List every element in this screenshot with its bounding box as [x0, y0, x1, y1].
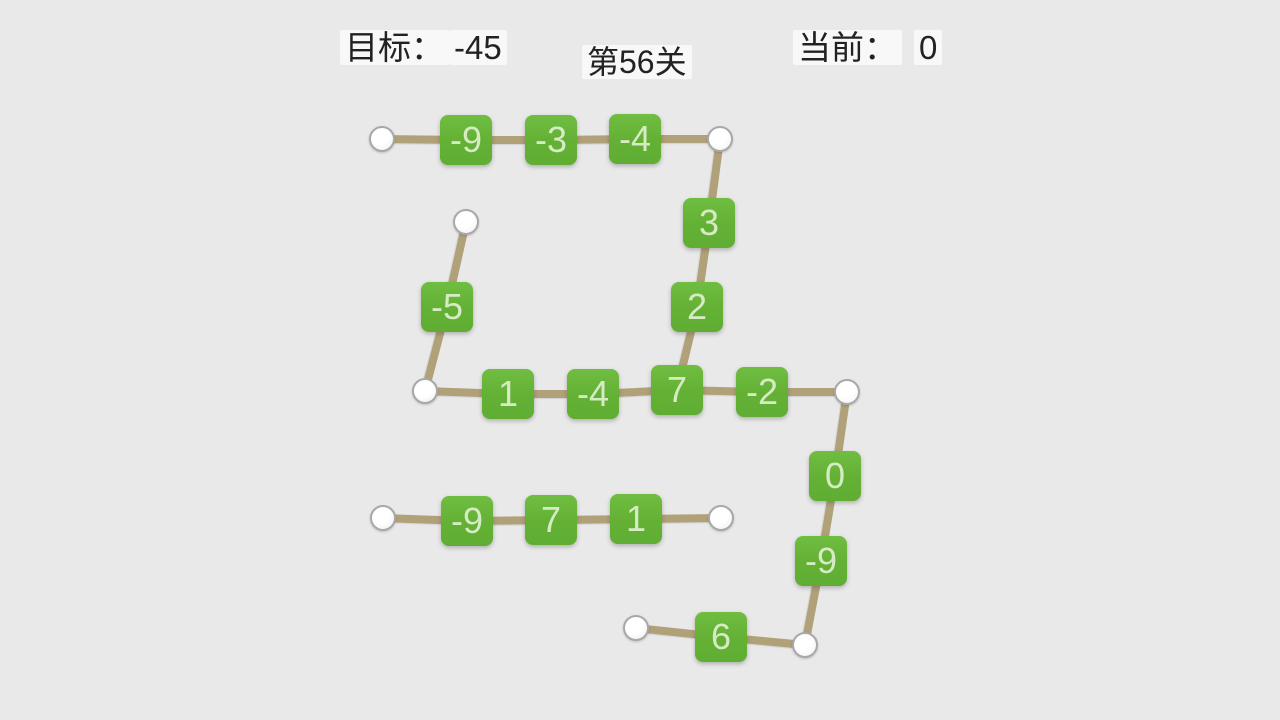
- edge-line: [758, 388, 851, 396]
- number-tile[interactable]: -2: [736, 367, 788, 417]
- current-score: 当前： 0: [793, 30, 943, 65]
- graph-node[interactable]: [707, 126, 733, 152]
- graph-node[interactable]: [623, 615, 649, 641]
- number-tile[interactable]: -9: [441, 496, 493, 546]
- graph-node[interactable]: [708, 505, 734, 531]
- target-value: -45: [449, 30, 507, 65]
- graph-node[interactable]: [792, 632, 818, 658]
- number-tile-value: 2: [686, 286, 708, 327]
- number-tile-value: 6: [710, 616, 732, 657]
- number-tile[interactable]: 7: [651, 365, 703, 415]
- number-tile-value: 1: [625, 498, 647, 539]
- target-label: 目标：: [340, 30, 449, 65]
- number-tile-value: 0: [824, 455, 846, 496]
- number-tile[interactable]: 0: [809, 451, 861, 501]
- number-tile-value: -2: [745, 371, 778, 412]
- number-tile[interactable]: -9: [795, 536, 847, 586]
- number-tile[interactable]: 7: [525, 495, 577, 545]
- number-tile[interactable]: 6: [695, 612, 747, 662]
- number-tile[interactable]: 2: [671, 282, 723, 332]
- graph-node[interactable]: [412, 378, 438, 404]
- number-tile[interactable]: -9: [440, 115, 492, 165]
- current-value: 0: [914, 30, 943, 65]
- number-tile[interactable]: 3: [683, 198, 735, 248]
- graph-node[interactable]: [453, 209, 479, 235]
- number-tile-value: -5: [430, 286, 463, 327]
- graph-node[interactable]: [369, 126, 395, 152]
- number-tile[interactable]: -5: [421, 282, 473, 332]
- number-tile-value: 3: [698, 202, 720, 243]
- number-tile-value: 7: [540, 499, 562, 540]
- level-label: 第56关: [582, 45, 692, 79]
- number-tile-value: -4: [576, 373, 609, 414]
- number-tile[interactable]: 1: [482, 369, 534, 419]
- target-score: 目标： -45: [340, 30, 507, 65]
- number-tile-value: -9: [450, 500, 483, 541]
- edge-line: [631, 135, 724, 143]
- edge-line: [504, 390, 597, 398]
- current-label: 当前：: [793, 30, 902, 65]
- number-tile[interactable]: -4: [609, 114, 661, 164]
- number-tile[interactable]: 1: [610, 494, 662, 544]
- number-tile-value: 7: [666, 369, 688, 410]
- edge-line: [462, 136, 555, 144]
- number-tile[interactable]: -3: [525, 115, 577, 165]
- number-tile-value: -9: [804, 540, 837, 581]
- number-tile-value: -3: [534, 119, 567, 160]
- graph-node[interactable]: [370, 505, 396, 531]
- number-tile[interactable]: -4: [567, 369, 619, 419]
- number-tile-value: -9: [449, 119, 482, 160]
- number-tile-value: 1: [497, 373, 519, 414]
- level-indicator: 第56关: [582, 45, 692, 79]
- graph-node[interactable]: [834, 379, 860, 405]
- number-tile-value: -4: [618, 118, 651, 159]
